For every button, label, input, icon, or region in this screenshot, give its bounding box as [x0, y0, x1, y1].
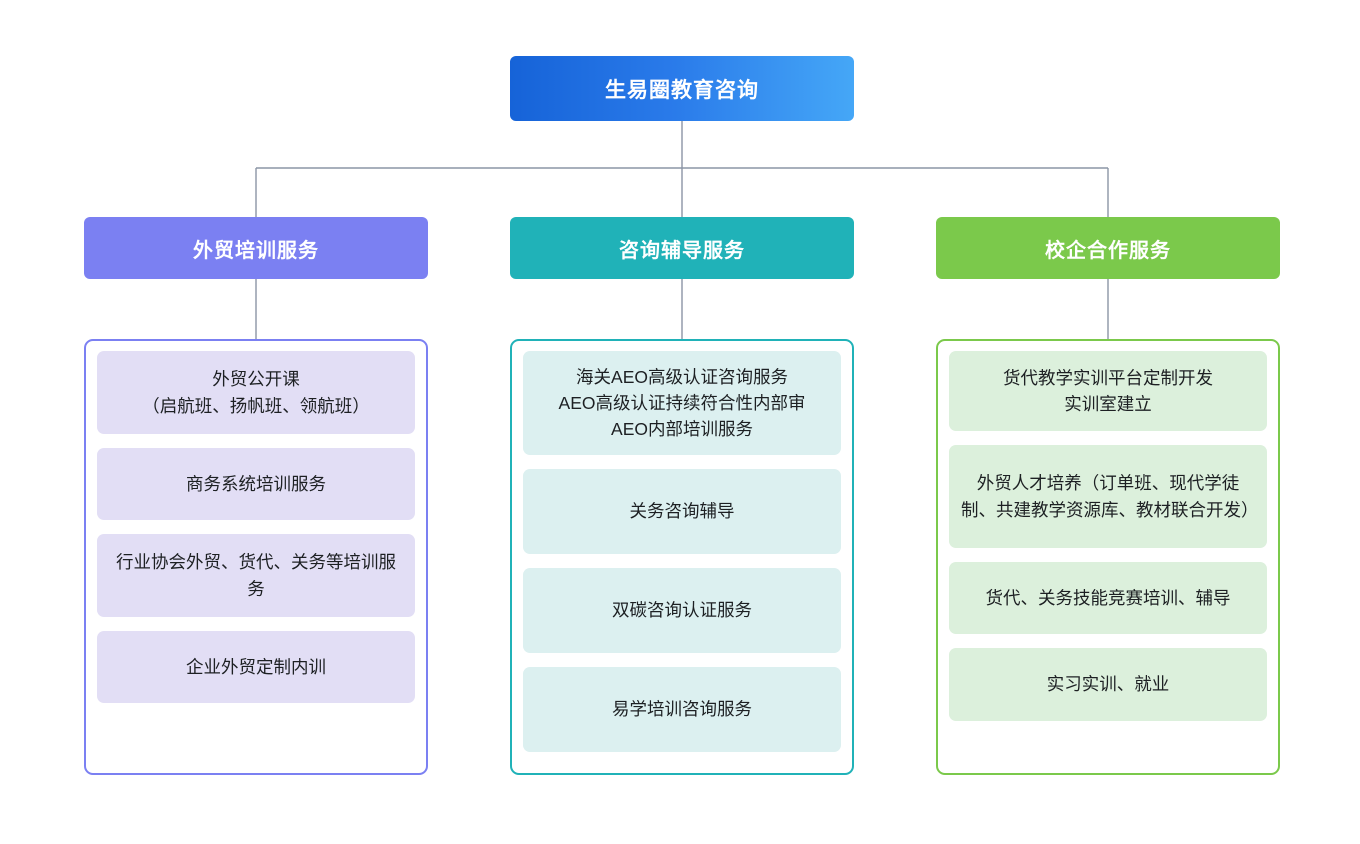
list-item[interactable]: 行业协会外贸、货代、关务等培训服务 — [97, 534, 415, 617]
group-box-foreign-trade-training: 外贸公开课 （启航班、扬帆班、领航班） 商务系统培训服务 行业协会外贸、货代、关… — [84, 339, 428, 775]
column-header-label: 校企合作服务 — [1045, 239, 1171, 262]
group-box-consulting-tutoring: 海关AEO高级认证咨询服务 AEO高级认证持续符合性内部审 AEO内部培训服务 … — [510, 339, 854, 775]
list-item[interactable]: 货代教学实训平台定制开发 实训室建立 — [949, 351, 1267, 431]
list-item[interactable]: 海关AEO高级认证咨询服务 AEO高级认证持续符合性内部审 AEO内部培训服务 — [523, 351, 841, 455]
column-header-consulting-tutoring[interactable]: 咨询辅导服务 — [510, 217, 854, 279]
group-box-school-enterprise-cooperation: 货代教学实训平台定制开发 实训室建立 外贸人才培养（订单班、现代学徒制、共建教学… — [936, 339, 1280, 775]
list-item[interactable]: 关务咨询辅导 — [523, 469, 841, 554]
list-item[interactable]: 易学培训咨询服务 — [523, 667, 841, 752]
column-header-label: 外贸培训服务 — [193, 239, 319, 262]
list-item[interactable]: 企业外贸定制内训 — [97, 631, 415, 703]
list-item[interactable]: 双碳咨询认证服务 — [523, 568, 841, 653]
list-item[interactable]: 实习实训、就业 — [949, 648, 1267, 721]
list-item[interactable]: 货代、关务技能竞赛培训、辅导 — [949, 562, 1267, 634]
root-node-label: 生易圈教育咨询 — [605, 78, 759, 102]
root-node[interactable]: 生易圈教育咨询 — [510, 56, 854, 121]
column-header-label: 咨询辅导服务 — [619, 239, 745, 262]
list-item[interactable]: 外贸人才培养（订单班、现代学徒制、共建教学资源库、教材联合开发） — [949, 445, 1267, 548]
list-item[interactable]: 外贸公开课 （启航班、扬帆班、领航班） — [97, 351, 415, 434]
column-header-foreign-trade-training[interactable]: 外贸培训服务 — [84, 217, 428, 279]
column-header-school-enterprise-cooperation[interactable]: 校企合作服务 — [936, 217, 1280, 279]
list-item[interactable]: 商务系统培训服务 — [97, 448, 415, 520]
